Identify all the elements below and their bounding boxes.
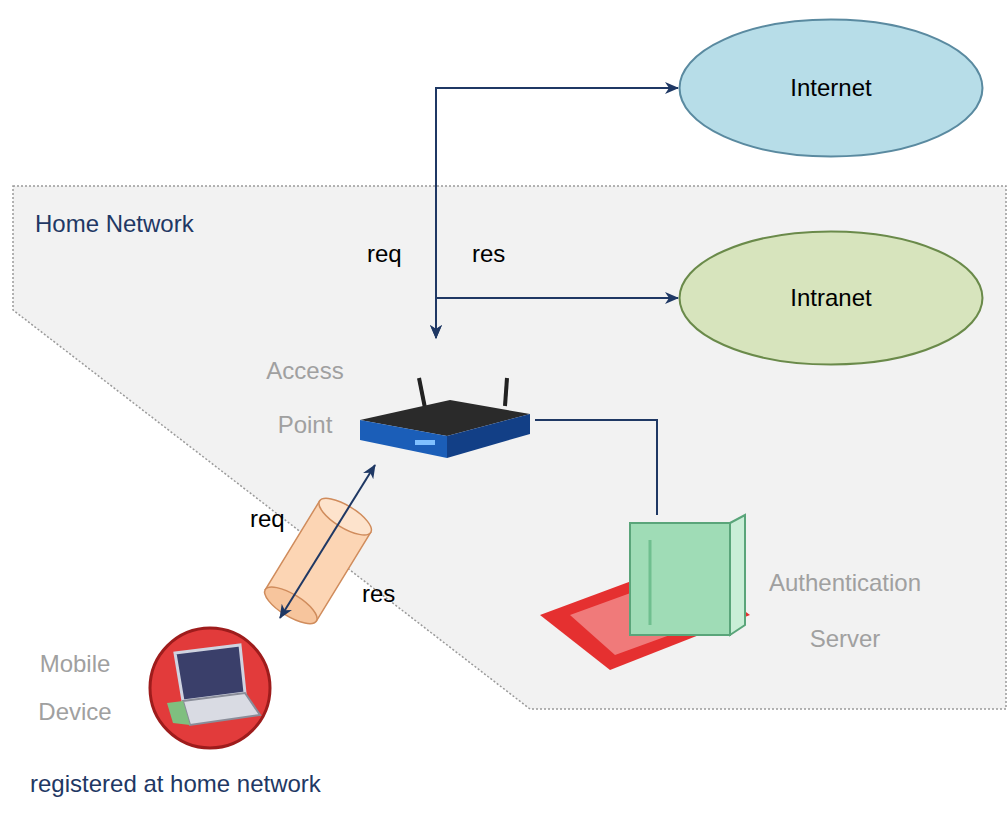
node-text: Internet xyxy=(678,74,984,102)
node-text: Mobile Device xyxy=(25,640,125,736)
node-label: Authentication Server xyxy=(745,555,945,667)
access-point: Access Point xyxy=(250,338,535,465)
router-icon xyxy=(355,378,535,463)
signal-label: req xyxy=(250,505,285,533)
laptop-icon xyxy=(145,623,275,753)
connector-line xyxy=(436,298,678,338)
connector-line xyxy=(535,420,657,515)
authentication-server: Authentication Server xyxy=(540,515,970,675)
home-network-region: Home NetworkIntranet Access Point Authen… xyxy=(12,185,1008,710)
node-text: Access Point xyxy=(250,344,360,452)
mobile-device: Mobile Device xyxy=(25,618,280,755)
node-label: Access Point xyxy=(250,344,360,452)
connector-line xyxy=(280,465,375,618)
server-icon xyxy=(540,515,780,675)
node-label: Home Network xyxy=(35,210,194,238)
node-text: Intranet xyxy=(678,284,984,312)
node-label: Internet xyxy=(678,74,984,102)
caption-note: registered at home network xyxy=(30,770,321,798)
signal-label: res xyxy=(472,240,505,268)
node-text: Home Network xyxy=(35,210,194,238)
signal-label: res xyxy=(362,580,395,608)
node-label: Mobile Device xyxy=(25,640,125,736)
node-label: Intranet xyxy=(678,284,984,312)
connector-line xyxy=(436,88,678,338)
internet-cloud: Internet xyxy=(678,18,984,158)
node-text: Authentication Server xyxy=(745,555,945,667)
intranet-cloud: Intranet xyxy=(678,230,984,366)
signal-label: req xyxy=(367,240,402,268)
